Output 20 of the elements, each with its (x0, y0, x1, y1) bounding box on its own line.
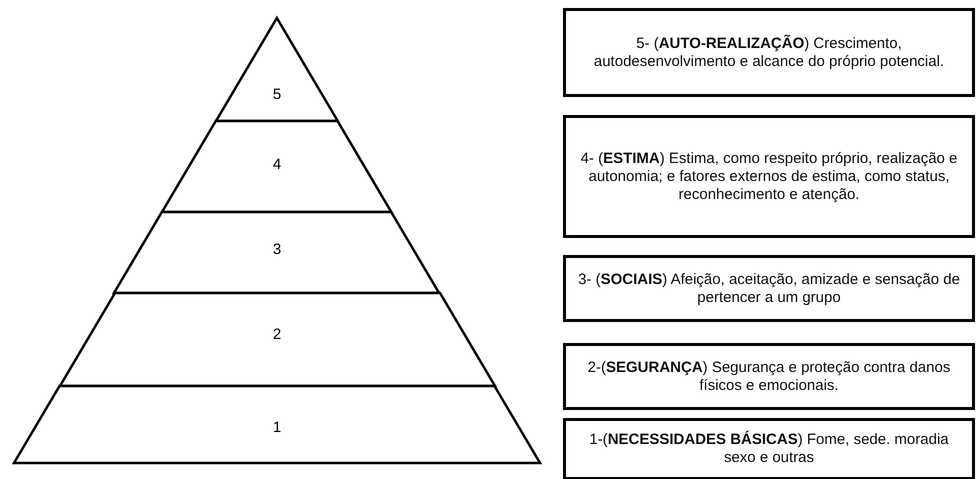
description-box (563, 8, 975, 97)
level-description: 3- (SOCIAIS) Afeição, aceitação, amizade e sensação de pertencer a um grupo (577, 270, 961, 306)
pyramid-level (114, 212, 440, 293)
description-box (563, 418, 975, 479)
level-number: 2 (272, 326, 282, 343)
level-number: 1 (272, 419, 282, 436)
level-description: 5- (AUTO-REALIZAÇÃO) Crescimento, autodesenvolvimento e alcance do próprio potencial. (592, 34, 946, 70)
pyramid-level (216, 18, 338, 121)
level-description: 2-(SEGURANÇA) Segurança e proteção contra danos físicos e emocionais. (586, 358, 952, 394)
level-number: 5 (272, 86, 282, 103)
pyramid-level (14, 386, 540, 463)
level-number: 3 (272, 241, 282, 258)
level-description: 1-(NECESSIDADES BÁSICAS) Fome, sede. moradia sexo e outras (588, 431, 950, 467)
level-description: 4- (ESTIMA) Estima, como respeito próprio, realização e autonomia; e fatores externos de estima, como status, reconhecimento e atenção. (580, 150, 958, 204)
pyramid-level (60, 293, 494, 386)
pyramid-level (162, 121, 392, 212)
description-box (563, 255, 975, 322)
level-number: 4 (272, 156, 282, 173)
description-box (563, 343, 975, 410)
description-box (563, 115, 975, 238)
